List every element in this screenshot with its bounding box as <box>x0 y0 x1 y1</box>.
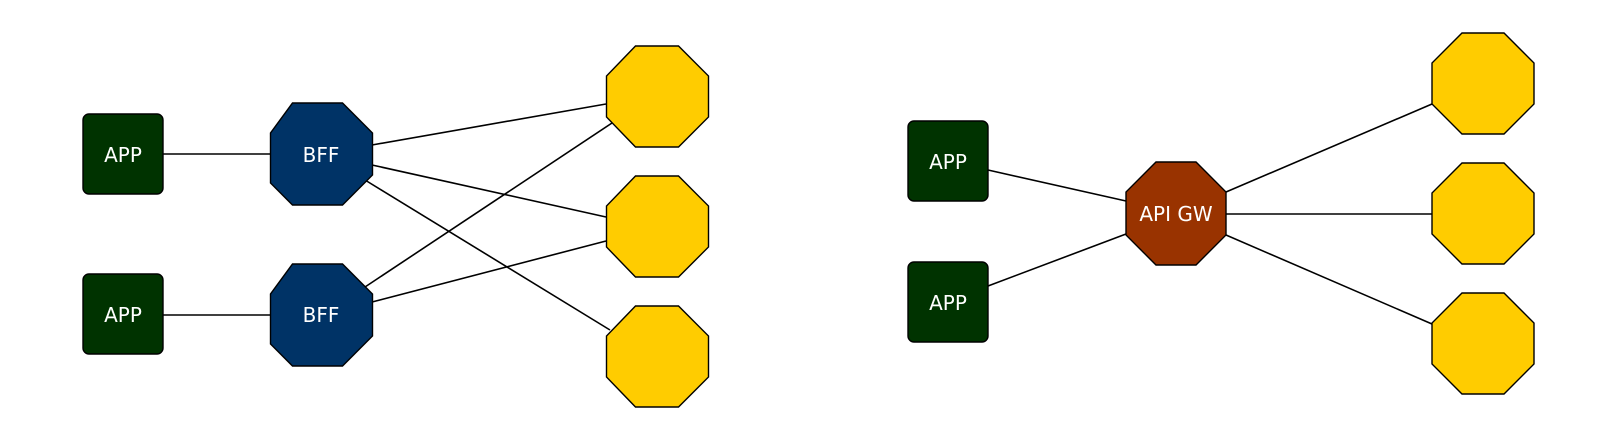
right-diagram: APP APP API GW <box>907 32 1535 395</box>
left-diagram: APP APP BFF BFF <box>82 45 710 408</box>
edge-bff1-service1 <box>371 103 607 146</box>
app-label: APP <box>104 303 142 327</box>
edge-bff2-service1 <box>364 122 613 288</box>
left-service-node-1 <box>605 45 710 148</box>
app-label: APP <box>929 150 967 174</box>
service-octagon <box>605 175 710 278</box>
left-edges <box>160 103 613 331</box>
app-label: APP <box>104 143 142 167</box>
bff-octagon <box>269 102 374 206</box>
bff-label: BFF <box>303 143 340 167</box>
left-app-node-1: APP <box>82 113 164 195</box>
edge-app2-gateway <box>987 233 1127 287</box>
left-bff-node-2: BFF <box>269 263 374 367</box>
edge-gateway-service3 <box>1225 234 1433 325</box>
service-octagon <box>1431 162 1535 265</box>
app-box <box>907 261 989 343</box>
bff-label: BFF <box>303 303 340 327</box>
edge-bff1-service3 <box>364 179 611 331</box>
edge-app1-gateway <box>987 169 1127 202</box>
app-box <box>82 273 164 355</box>
left-app-node-2: APP <box>82 273 164 355</box>
app-label: APP <box>929 291 967 315</box>
app-box <box>82 113 164 195</box>
gateway-octagon <box>1125 161 1227 266</box>
edge-gateway-service1 <box>1225 103 1433 193</box>
edge-bff1-service2 <box>371 164 607 218</box>
right-service-node-2 <box>1431 162 1535 265</box>
bff-octagon <box>269 263 374 367</box>
right-app-node-2: APP <box>907 261 989 343</box>
right-edges <box>987 103 1433 325</box>
service-octagon <box>1431 292 1535 395</box>
left-service-node-3 <box>605 305 710 408</box>
app-box <box>907 120 989 202</box>
service-octagon <box>605 305 710 408</box>
service-octagon <box>1431 32 1535 135</box>
gateway-node: API GW <box>1125 161 1227 266</box>
left-service-node-2 <box>605 175 710 278</box>
service-octagon <box>605 45 710 148</box>
left-bff-node-1: BFF <box>269 102 374 206</box>
right-service-node-3 <box>1431 292 1535 395</box>
right-service-node-1 <box>1431 32 1535 135</box>
right-app-node-1: APP <box>907 120 989 202</box>
gateway-label: API GW <box>1139 202 1212 226</box>
edge-bff2-service2 <box>371 240 607 303</box>
